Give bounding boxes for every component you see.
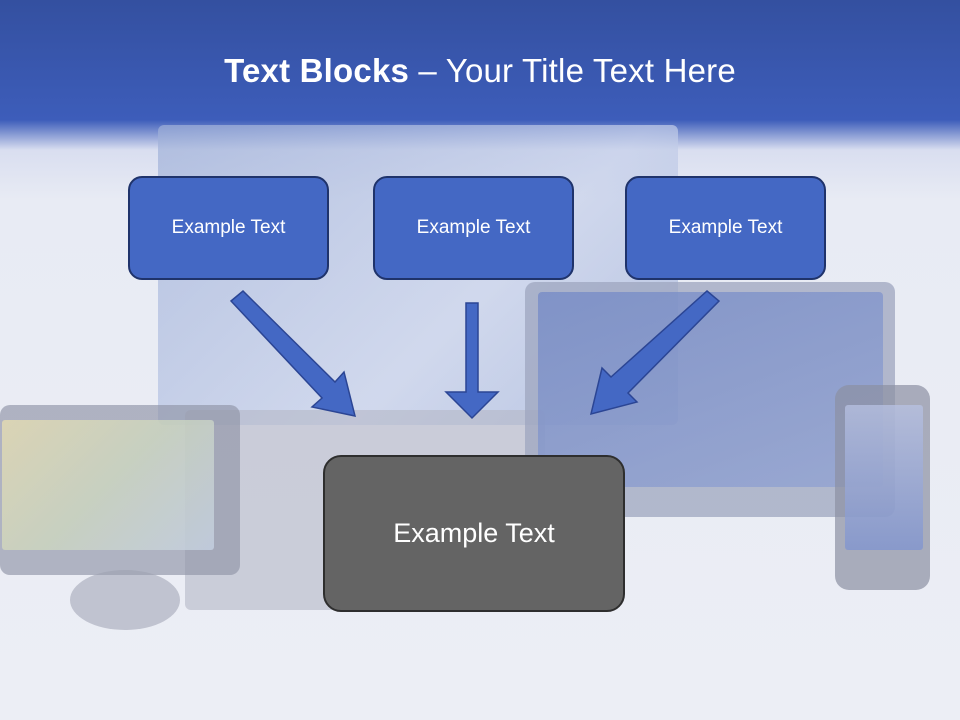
summary-block[interactable]: Example Text [323,455,625,612]
text-block-3[interactable]: Example Text [625,176,826,280]
phone-screen-image [845,405,923,550]
text-block-2-label: Example Text [416,217,531,238]
text-block-1[interactable]: Example Text [128,176,329,280]
title-bold: Text Blocks [224,52,410,89]
gps-map-image [2,420,214,550]
tablet-screen-image [538,292,883,487]
arrow-down-left-icon [589,290,721,416]
summary-block-label: Example Text [393,518,555,548]
gps-stand-image [70,570,180,630]
arrow-down-icon [444,302,500,420]
text-block-1-label: Example Text [171,217,286,238]
text-block-2[interactable]: Example Text [373,176,574,280]
arrow-down-right-icon [229,289,357,417]
slide-title: Text Blocks – Your Title Text Here [0,52,960,90]
text-block-3-label: Example Text [668,217,783,238]
title-rest: – Your Title Text Here [409,52,736,89]
